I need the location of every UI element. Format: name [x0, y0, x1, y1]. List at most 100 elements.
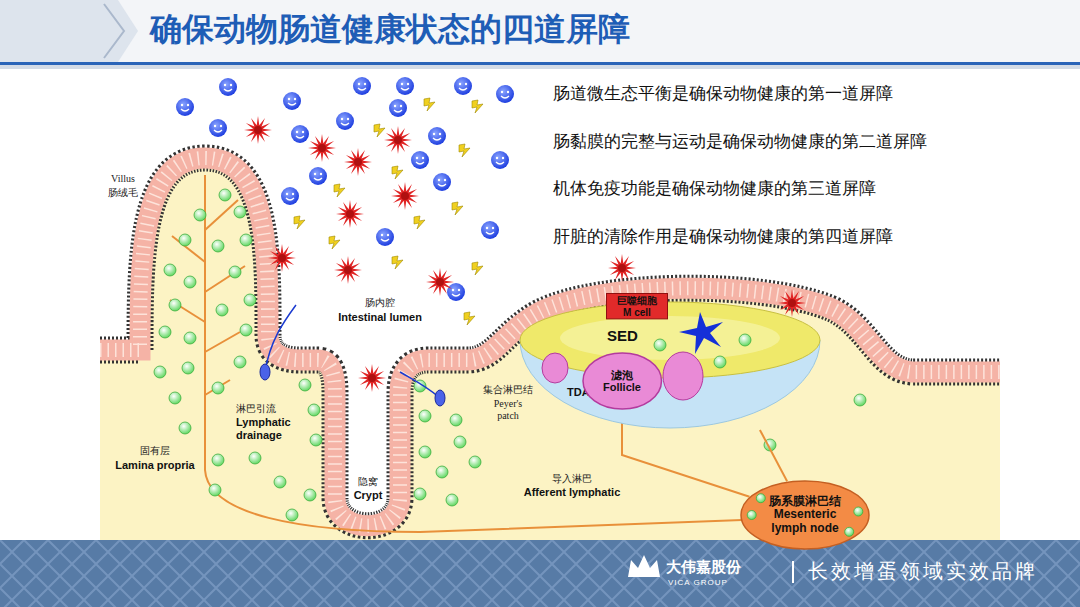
- pathogen-star: [426, 268, 454, 296]
- green-cell: [469, 456, 481, 468]
- slogan: 长效增蛋领域实效品牌: [808, 560, 1038, 583]
- green-cell: [419, 410, 431, 422]
- green-cell: [216, 304, 228, 316]
- pathogen-star: [268, 244, 296, 272]
- follicle-small: [663, 352, 703, 400]
- green-cell: [739, 334, 751, 346]
- green-cell: [219, 189, 231, 201]
- lymph-vessel: [760, 430, 787, 481]
- follicle: 滤泡 Follicle: [582, 352, 663, 410]
- pathogen-star: [308, 134, 336, 162]
- toxin-bolt: [392, 256, 403, 269]
- pathogen-star: [384, 126, 412, 154]
- green-cell: [854, 507, 863, 516]
- epithelium: [100, 158, 1000, 526]
- lymphocyte-tail: [265, 305, 296, 372]
- node-text-block: 巨噬细胞 M cell: [614, 295, 660, 317]
- bacterium: [281, 187, 299, 205]
- green-cell: [169, 299, 181, 311]
- bacterium: [389, 99, 407, 117]
- node-text: 肠系膜淋巴结 Mesenteric lymph node: [763, 495, 847, 535]
- header-rule: [0, 62, 1080, 65]
- node-text: 巨噬细胞 M cell: [614, 295, 660, 317]
- pathogen-star: [244, 116, 272, 144]
- part-name: Villus: [111, 173, 135, 185]
- node-text-block: 肠系膜淋巴结 Mesenteric lymph node: [763, 495, 847, 535]
- lymph-branch: [205, 332, 240, 352]
- part-name: 固有层: [140, 445, 170, 457]
- toxin-bolt: [459, 144, 470, 157]
- green-cell: [184, 276, 196, 288]
- pathogen-star: [391, 182, 419, 210]
- header-band: [0, 0, 1080, 62]
- green-cell: [446, 494, 458, 506]
- bacterium: [291, 125, 309, 143]
- bacterium: [283, 92, 301, 110]
- green-cell: [286, 509, 298, 521]
- part-name: Lamina propria: [115, 459, 194, 472]
- bacterium: [496, 85, 514, 103]
- part-name: Afferent lymphatic: [524, 486, 621, 499]
- bacterium: [433, 173, 451, 191]
- green-cell: [419, 446, 431, 458]
- bacterium: [353, 77, 371, 95]
- green-cell: [240, 234, 252, 246]
- toxins: [294, 98, 483, 325]
- green-cell: [414, 488, 426, 500]
- bacterium: [176, 98, 194, 116]
- brush-border: [100, 158, 1000, 526]
- bacterium: [428, 127, 446, 145]
- green-cell: [854, 394, 866, 406]
- green-cell: [182, 362, 194, 374]
- lymphocyte: [260, 364, 270, 380]
- pathogen-star: [358, 364, 386, 392]
- green-cell: [299, 379, 311, 391]
- bacterium: [411, 151, 429, 169]
- green-cell: [308, 404, 320, 416]
- green-cell: [756, 494, 765, 503]
- green-cell: [169, 392, 181, 404]
- bacterium: [481, 221, 499, 239]
- toxin-bolt: [374, 124, 385, 137]
- green-cell: [234, 206, 246, 218]
- green-cell: [212, 382, 224, 394]
- green-cell: [212, 240, 224, 252]
- bacterium: [209, 119, 227, 137]
- lymphocyte-tail: [400, 372, 440, 398]
- green-cell: [747, 511, 756, 520]
- node-outline: [607, 294, 668, 319]
- pathogen-star: [344, 148, 372, 176]
- part-name: Peyer's patch: [483, 398, 533, 421]
- bacterium: [396, 77, 414, 95]
- bacterium: [454, 77, 472, 95]
- footer-separator: [792, 561, 794, 583]
- toxin-bolt: [472, 100, 483, 113]
- part-name: 集合淋巴结: [483, 384, 533, 396]
- logo-crown: [628, 555, 660, 577]
- company-name-en: VICA GROUP: [668, 578, 728, 587]
- toxin-bolt: [452, 202, 463, 215]
- toxin-bolt: [472, 262, 483, 275]
- node-outline: [583, 353, 662, 409]
- part-name: 导入淋巴: [552, 473, 592, 485]
- green-cell: [209, 484, 221, 496]
- part-name: 隐窝: [358, 476, 378, 488]
- lamina-propria: [100, 158, 1000, 540]
- green-cell: [436, 466, 448, 478]
- follicle-small: [542, 353, 568, 383]
- node-outline: [741, 481, 869, 549]
- part-name: Crypt: [354, 489, 383, 502]
- green-cell: [164, 264, 176, 276]
- green-cell: [179, 234, 191, 246]
- green-cell: [450, 414, 462, 426]
- toxin-bolt: [294, 216, 305, 229]
- pathogen-star: [608, 254, 636, 282]
- lymph-branch: [170, 300, 205, 322]
- green-cell: [234, 356, 246, 368]
- green-cell: [249, 452, 261, 464]
- toxin-bolt: [424, 98, 435, 111]
- part-name: 淋巴引流: [236, 403, 276, 415]
- dendritic-cell: [679, 312, 723, 354]
